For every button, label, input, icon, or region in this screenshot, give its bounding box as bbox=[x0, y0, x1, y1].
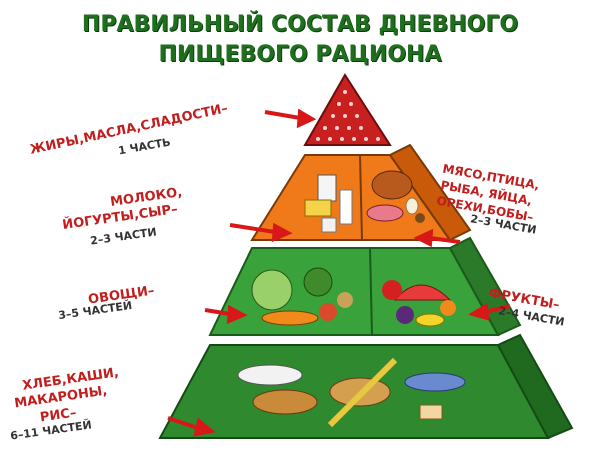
page-title-line-2: ПИЩЕВОГО РАЦИОНА bbox=[158, 42, 442, 67]
rice-bowl-icon bbox=[237, 364, 303, 386]
nuts-icon bbox=[415, 213, 425, 223]
yogurt-cup-icon bbox=[321, 217, 337, 233]
pyramid-tier-vegetables-fruits bbox=[208, 236, 522, 337]
pyramid-tier-grains bbox=[158, 333, 574, 440]
broccoli-icon bbox=[303, 267, 333, 297]
fish-icon bbox=[366, 204, 404, 222]
bread-loaf-icon bbox=[252, 389, 318, 415]
grapes-icon bbox=[396, 306, 414, 324]
page-title-line-1: ПРАВИЛЬНЫЙ СОСТАВ ДНЕВНОГО bbox=[81, 12, 519, 37]
wheat-icon bbox=[327, 357, 398, 428]
apple-icon bbox=[382, 280, 402, 300]
milk-carton-icon bbox=[317, 174, 337, 202]
roast-chicken-icon bbox=[371, 170, 413, 200]
pyramid-tier-fats bbox=[303, 73, 392, 146]
banana-icon bbox=[415, 313, 445, 327]
cheese-icon bbox=[304, 199, 332, 217]
orange-icon bbox=[440, 300, 456, 316]
label-arrows bbox=[167, 108, 511, 437]
potato-icon bbox=[337, 292, 353, 308]
cabbage-icon bbox=[251, 269, 293, 311]
egg-icon bbox=[405, 197, 419, 215]
tomato-icon bbox=[319, 303, 337, 321]
carrot-icon bbox=[261, 310, 319, 326]
pasta-bowl-icon bbox=[404, 372, 466, 392]
milk-bottle-icon bbox=[339, 189, 353, 225]
cracker-icon bbox=[419, 404, 443, 420]
pyramid-tier-dairy-protein bbox=[250, 143, 472, 242]
